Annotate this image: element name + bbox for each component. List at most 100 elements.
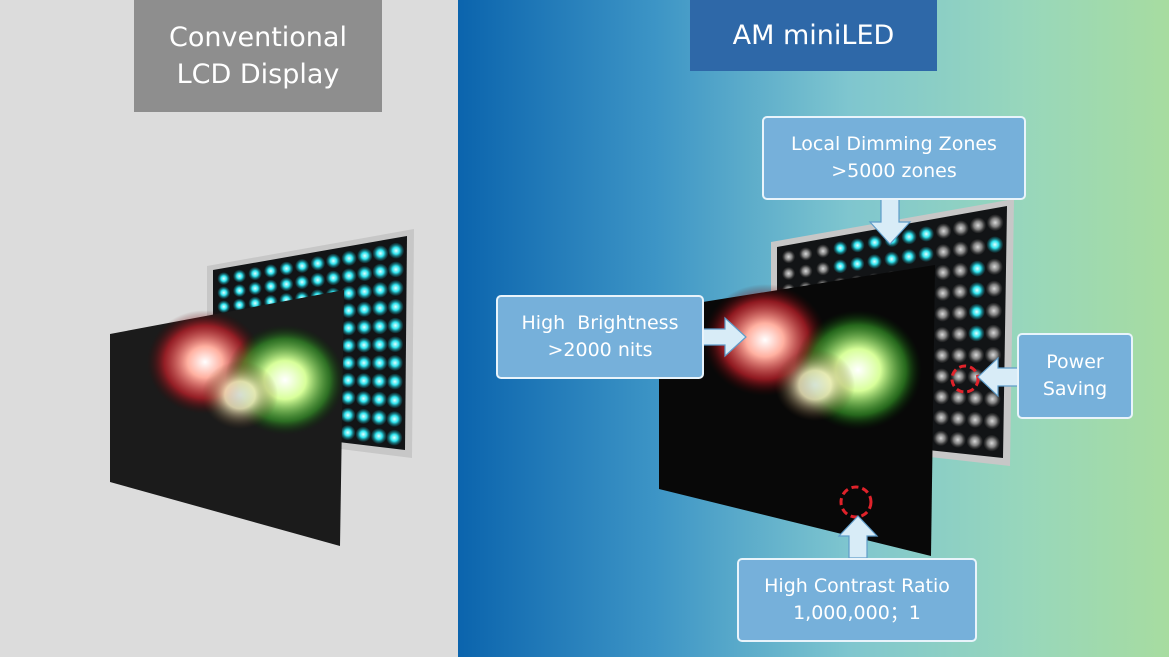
led-dot <box>969 282 985 299</box>
led-dot <box>967 368 984 385</box>
led-dot <box>985 324 1002 341</box>
led-dot <box>933 409 949 426</box>
led-dot <box>968 347 984 363</box>
callout-high-brightness: High Brightness >2000 nits <box>496 295 704 379</box>
led-dot <box>901 249 917 264</box>
led-dot <box>356 301 372 317</box>
conventional-lcd-title-line2: LCD Display <box>176 59 340 90</box>
callout-local-dimming: Local Dimming Zones >5000 zones <box>762 116 1026 200</box>
led-dot <box>372 282 388 298</box>
led-dot <box>867 235 882 250</box>
led-dot <box>936 223 952 239</box>
led-dot <box>357 284 372 299</box>
led-dot <box>968 325 985 342</box>
led-dot <box>952 241 969 258</box>
led-dot <box>357 248 373 264</box>
led-dot <box>340 355 356 371</box>
led-dot <box>340 407 356 423</box>
led-dot <box>986 280 1003 297</box>
brightness-arrow <box>702 316 747 358</box>
led-dot <box>341 268 357 284</box>
led-dot <box>341 320 356 336</box>
led-dot <box>233 298 246 312</box>
led-dot <box>372 318 388 335</box>
led-dot <box>951 326 968 342</box>
led-dot <box>310 256 325 271</box>
led-dot <box>355 426 371 442</box>
led-dot <box>987 214 1004 231</box>
left-lcd-panel <box>110 290 345 546</box>
led-dot <box>934 306 951 322</box>
led-dot <box>968 303 985 320</box>
led-dot <box>357 266 373 282</box>
led-dot <box>984 412 1001 430</box>
led-dot <box>340 390 356 406</box>
led-dot <box>388 242 404 259</box>
led-dot <box>983 435 1000 452</box>
led-dot <box>371 355 388 371</box>
led-dot <box>782 267 795 280</box>
led-dot <box>967 390 984 407</box>
callout-high-brightness-line1: High Brightness <box>521 312 679 334</box>
dimming-arrow <box>868 198 912 245</box>
led-dot <box>933 389 950 405</box>
led-dot <box>934 347 950 363</box>
led-dot <box>371 391 387 408</box>
led-dot <box>371 336 388 353</box>
led-dot <box>233 284 246 297</box>
led-dot <box>372 263 388 280</box>
callout-high-brightness-line2: >2000 nits <box>547 339 653 361</box>
led-dot <box>950 432 966 448</box>
callout-power-saving: Power Saving <box>1017 333 1133 419</box>
led-dot <box>951 305 968 321</box>
led-dot <box>950 410 966 427</box>
led-dot <box>388 261 404 278</box>
led-dot <box>356 408 371 424</box>
callout-local-dimming-line1: Local Dimming Zones <box>791 133 997 155</box>
led-dot <box>326 270 341 286</box>
led-dot <box>816 244 830 258</box>
led-dot <box>310 272 325 288</box>
led-dot <box>799 264 813 278</box>
led-dot <box>326 253 341 269</box>
led-dot <box>340 425 356 440</box>
led-dot <box>356 337 372 353</box>
led-dot <box>217 272 230 285</box>
led-dot <box>833 259 847 274</box>
led-dot <box>918 246 934 262</box>
led-dot <box>356 355 372 371</box>
led-dot <box>264 279 278 293</box>
led-dot <box>833 241 848 255</box>
led-dot <box>387 336 404 353</box>
led-dot <box>372 300 388 316</box>
led-dot <box>217 300 230 313</box>
led-dot <box>264 264 278 278</box>
led-dot <box>387 355 403 371</box>
callout-power-saving-line1: Power <box>1046 351 1104 373</box>
power-saving-marker <box>950 364 980 394</box>
led-dot <box>387 280 404 296</box>
led-dot <box>986 236 1004 253</box>
led-dot <box>985 302 1002 319</box>
led-dot <box>217 286 230 299</box>
led-dot <box>341 250 357 266</box>
am-miniled-title: AM miniLED <box>690 0 937 71</box>
led-dot <box>356 373 372 389</box>
led-dot <box>233 269 246 283</box>
led-dot <box>969 239 986 255</box>
led-dot <box>985 346 1002 363</box>
callout-high-contrast-line2: 1,000,000；1 <box>793 602 921 624</box>
led-dot <box>372 245 389 261</box>
led-dot <box>935 264 951 281</box>
led-dot <box>986 258 1003 275</box>
led-dot <box>935 244 951 260</box>
led-dot <box>295 259 309 273</box>
led-dot <box>279 261 294 276</box>
led-dot <box>918 226 934 242</box>
conventional-lcd-title-line1: Conventional <box>169 22 347 53</box>
led-dot <box>248 281 262 295</box>
led-dot <box>248 267 262 281</box>
led-dot <box>935 285 951 301</box>
led-dot <box>799 247 813 261</box>
